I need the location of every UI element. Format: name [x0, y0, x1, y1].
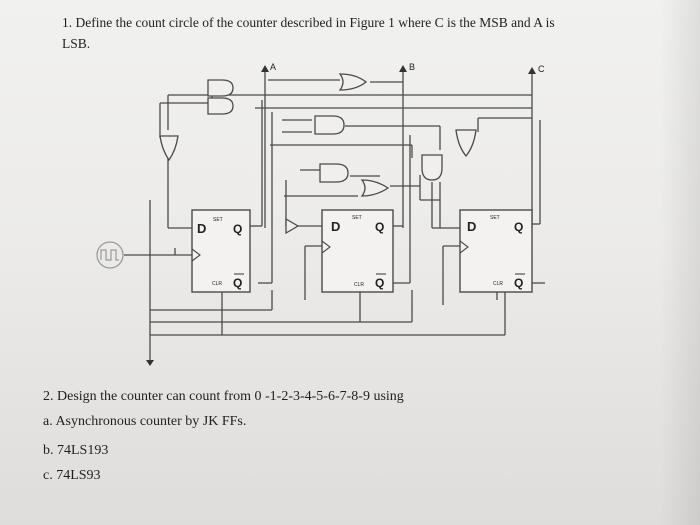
ff-c-q-label: Q [514, 220, 523, 234]
and-gate [421, 154, 443, 181]
question-1-text: 1. Define the count circle of the counte… [62, 15, 555, 30]
d-flip-flop-a [191, 209, 251, 293]
d-flip-flop-c [459, 209, 533, 293]
ff-c-q-bar-label: Q [514, 276, 523, 290]
question-2-option-a: a. Asynchronous counter by JK FFs. [43, 414, 247, 429]
output-a-label: A [270, 62, 276, 72]
ff-a-q-label: Q [233, 222, 242, 236]
ff-b-q-label: Q [375, 220, 384, 234]
ff-a-d-label: D [197, 221, 206, 236]
ff-c-d-label: D [467, 219, 476, 234]
ff-c-set-label: SET [490, 215, 500, 221]
question-2-text: 2. Design the counter can count from 0 -… [43, 389, 404, 404]
ff-a-q-bar-label: Q [233, 276, 242, 290]
question-1-text-continued: LSB. [62, 36, 91, 51]
clock-source [96, 241, 124, 269]
and-gate [319, 163, 349, 183]
ff-a-set-label: SET [213, 217, 223, 223]
or-gate [455, 129, 477, 158]
and-gate [314, 115, 345, 135]
question-2-option-b: b. 74LS193 [43, 443, 109, 458]
ff-b-d-label: D [331, 219, 340, 234]
ff-b-q-bar-label: Q [375, 276, 384, 290]
ff-c-clr-label: CLR [493, 281, 503, 287]
output-b-label: B [409, 62, 415, 72]
question-2-option-c: c. 74LS93 [43, 468, 101, 483]
or-gate [159, 135, 179, 162]
output-c-label: C [538, 64, 545, 74]
ff-b-set-label: SET [352, 215, 362, 221]
and-gate [207, 97, 234, 115]
and-gate [207, 79, 234, 97]
or-gate [338, 73, 368, 91]
ff-b-clr-label: CLR [354, 282, 364, 288]
buffer-gate [285, 217, 300, 235]
ff-a-clr-label: CLR [212, 281, 222, 287]
or-gate [360, 179, 390, 197]
d-flip-flop-b [321, 209, 394, 293]
